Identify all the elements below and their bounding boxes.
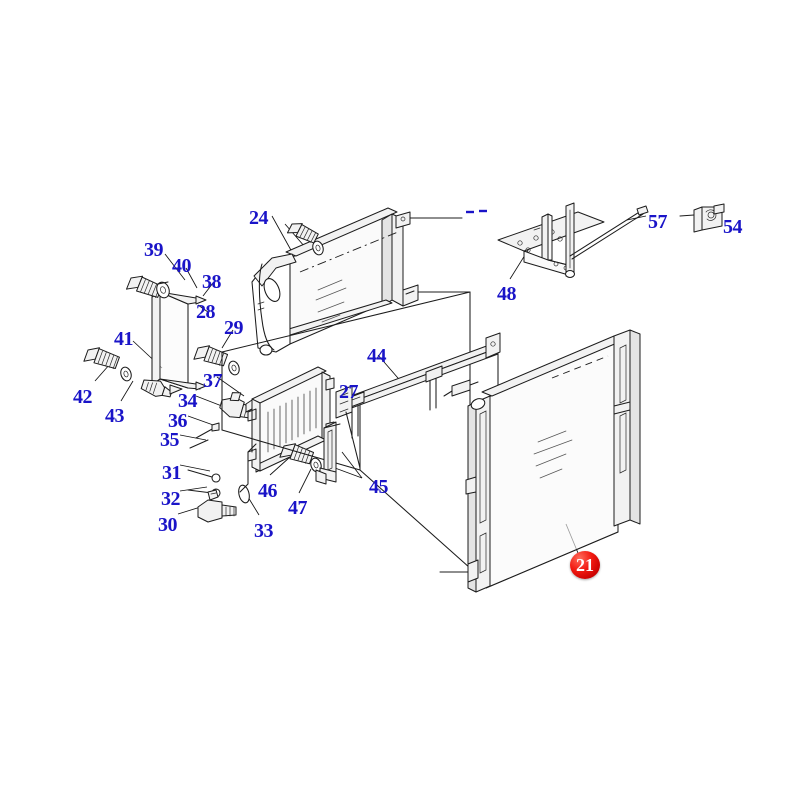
callout-35[interactable]: 35 <box>160 429 180 451</box>
part-28-support-bracket <box>151 291 207 391</box>
callout-24[interactable]: 24 <box>249 207 269 229</box>
part-45-side-bracket <box>315 421 341 485</box>
callout-31[interactable]: 31 <box>162 462 182 484</box>
callout-46[interactable]: 46 <box>258 480 278 502</box>
callout-32[interactable]: 32 <box>161 488 181 510</box>
cooler-connection-tube <box>239 407 257 493</box>
callout-54[interactable]: 54 <box>723 216 743 238</box>
part-27-oil-cooler <box>245 366 335 473</box>
callout-41[interactable]: 41 <box>114 328 134 350</box>
callout-47[interactable]: 47 <box>288 497 308 519</box>
callout-33[interactable]: 33 <box>254 520 274 542</box>
callout-43[interactable]: 43 <box>105 405 125 427</box>
part-44-cross-rail <box>335 332 501 469</box>
part-48-mounting-bracket <box>497 202 605 279</box>
parts-41-42-43-fasteners <box>83 347 183 398</box>
callout-40[interactable]: 40 <box>172 255 192 277</box>
part-41-clamp <box>140 379 173 398</box>
callout-38[interactable]: 38 <box>202 271 222 293</box>
parts-46-47-fasteners <box>279 443 322 473</box>
callout-48[interactable]: 48 <box>497 283 517 305</box>
part-57-support-rod <box>569 205 649 260</box>
highlight-badge-21[interactable]: 21 <box>570 551 600 579</box>
part-30-drain-cock <box>197 489 237 523</box>
callout-34[interactable]: 34 <box>178 390 198 412</box>
callout-30[interactable]: 30 <box>158 514 178 536</box>
callout-28[interactable]: 28 <box>196 301 216 323</box>
callout-39[interactable]: 39 <box>144 239 164 261</box>
callout-45[interactable]: 45 <box>369 476 389 498</box>
part-21-radiator-core <box>439 329 641 593</box>
callout-42[interactable]: 42 <box>73 386 93 408</box>
registration-dash-mark <box>466 209 487 214</box>
callout-36[interactable]: 36 <box>168 410 188 432</box>
parts-39-40-fasteners <box>126 275 170 299</box>
parts-30-31-32-33 <box>187 469 250 523</box>
callout-29[interactable]: 29 <box>224 317 244 339</box>
callout-57[interactable]: 57 <box>648 211 668 233</box>
part-24-fasteners <box>286 223 324 256</box>
callout-44[interactable]: 44 <box>367 345 387 367</box>
callout-27[interactable]: 27 <box>339 381 359 403</box>
callout-37[interactable]: 37 <box>203 370 223 392</box>
part-54-rod-clip <box>679 203 725 233</box>
part-24-upper-radiator <box>251 207 471 356</box>
